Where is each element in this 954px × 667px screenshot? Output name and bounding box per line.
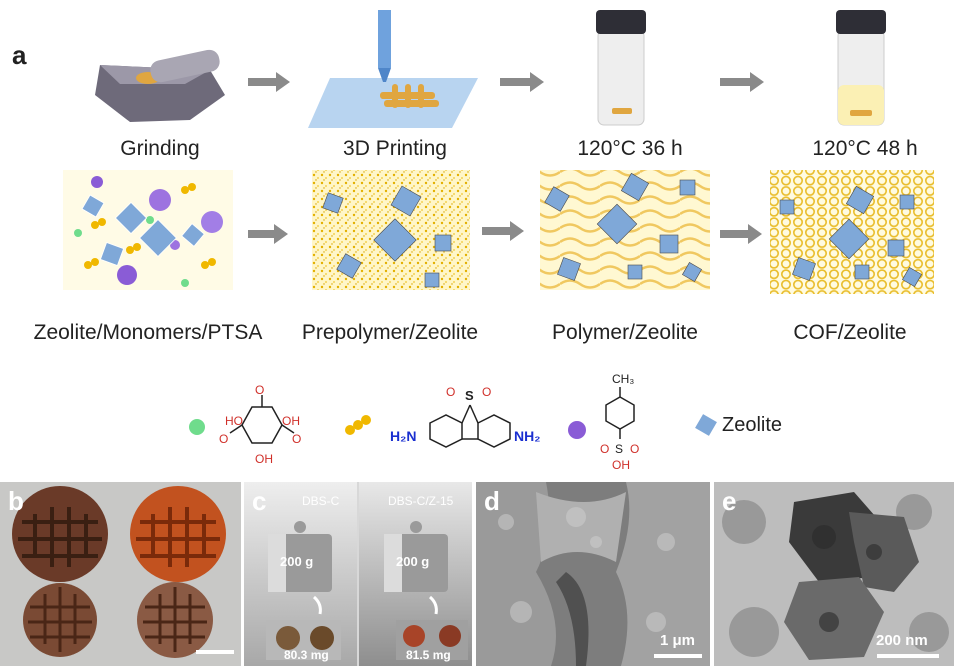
panel-e-tem-image: e 200 nm: [714, 482, 954, 666]
label-zeolite-monomers-ptsa: Zeolite/Monomers/PTSA: [33, 321, 263, 344]
ptsa-purple-icon: [568, 421, 586, 439]
step-label-120c-48h: 120°C 48 h: [812, 137, 918, 160]
mortar-pestle-icon: [95, 49, 225, 122]
chem1-oh-bottom: OH: [255, 452, 273, 466]
chem2-o-right: O: [482, 385, 492, 399]
material-state-illustrations: [63, 170, 934, 294]
chem3-s: S: [615, 442, 624, 456]
panel-d-scale-label: 1 μm: [660, 632, 696, 649]
chem3-o-left: O: [600, 442, 610, 456]
label-prepolymer-zeolite: Prepolymer/Zeolite: [301, 321, 479, 344]
chem3-ch3: CH₃: [612, 372, 635, 386]
chem2-structure: [429, 404, 511, 448]
panel-c-weight-right: 200 g: [396, 554, 430, 569]
zeolite-legend-icon: [695, 414, 717, 436]
yellow-monomer-icon: [345, 415, 371, 435]
panel-b-scale-bar: [196, 650, 234, 654]
chem2-h2n: H₂N: [390, 428, 417, 444]
step-label-3d-printing: 3D Printing: [343, 137, 447, 160]
chem1-oh-right: OH: [282, 414, 300, 428]
chem3-oh: OH: [612, 458, 630, 472]
panel-c-mass-right: 81.5 mg: [406, 648, 451, 662]
chem2-s: S: [465, 388, 474, 403]
panel-d-letter: d: [484, 486, 500, 516]
panel-a-letter: a: [12, 40, 27, 70]
green-monomer-icon: [189, 419, 205, 435]
chem2-o-left: O: [446, 385, 456, 399]
box-prepolymer: [312, 170, 470, 290]
chemical-legend: [189, 387, 717, 448]
step-label-grinding: Grinding: [120, 137, 200, 160]
panel-b-photo: b: [0, 482, 241, 666]
panel-d-scale-bar: [654, 654, 702, 658]
panel-c-label-dbs-c: DBS-C: [302, 494, 340, 508]
panel-d-sem-image: d 1 μm: [476, 482, 710, 666]
panel-b-letter: b: [8, 486, 24, 516]
process-illustrations: [95, 10, 886, 128]
panel-c-photo: c DBS-C DBS-C/Z-15 200 g 200 g 80.3 mg 8…: [244, 482, 472, 666]
chem3-structure: [605, 387, 635, 439]
box-cof: [770, 170, 934, 294]
chem1-structure: [229, 395, 295, 444]
panel-c-mass-left: 80.3 mg: [284, 648, 329, 662]
panel-c-letter: c: [252, 486, 267, 516]
process-arrows: [248, 72, 764, 92]
chem1-o-left: O: [219, 432, 229, 446]
panel-c-label-dbs-c-z15: DBS-C/Z-15: [388, 494, 454, 508]
chem1-o-top: O: [255, 383, 265, 397]
vial-icon: [596, 10, 646, 126]
label-cof-zeolite: COF/Zeolite: [793, 321, 907, 344]
panel-e-letter: e: [722, 486, 737, 516]
panel-c-weight-left: 200 g: [280, 554, 314, 569]
zeolite-legend-label: Zeolite: [722, 414, 783, 436]
vial-with-solvent-icon: [836, 10, 886, 126]
label-polymer-zeolite: Polymer/Zeolite: [552, 321, 698, 344]
box-polymer: [540, 170, 710, 290]
step-label-120c-36h: 120°C 36 h: [577, 137, 683, 160]
box-monomers: [63, 170, 233, 290]
chem1-ho: HO: [225, 414, 243, 428]
chem1-o-right: O: [292, 432, 302, 446]
chem2-nh2: NH₂: [514, 428, 541, 444]
panel-e-scale-bar: [877, 654, 939, 658]
panel-e-scale-label: 200 nm: [876, 632, 928, 649]
chem3-o-right: O: [630, 442, 640, 456]
printer-nozzle-icon: [308, 10, 478, 128]
